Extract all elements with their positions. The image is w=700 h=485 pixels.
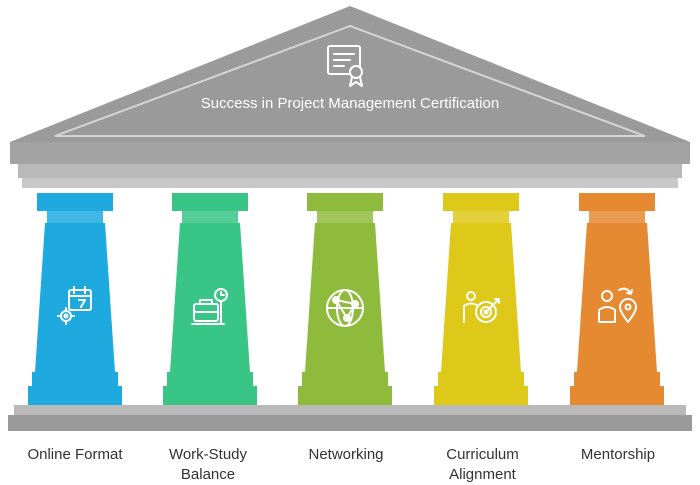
pillar-mentorship [570, 193, 664, 405]
architrave-lower [22, 178, 678, 188]
temple-title: Success in Project Management Certificat… [200, 95, 500, 112]
pillar-label-online-format: Online Format [27, 446, 123, 463]
pillar-curriculum-alignment [434, 193, 528, 405]
person-location-icon [598, 287, 637, 323]
pillar-label-mentorship: Mentorship [580, 446, 656, 463]
roof-inner [54, 24, 646, 137]
pillar-work-study-balance [163, 193, 257, 405]
pillar-networking [298, 193, 392, 405]
architrave [10, 142, 690, 164]
architrave-band [18, 164, 682, 178]
base-lower [8, 415, 692, 431]
pillar-label-curriculum-alignment: Curriculum Alignment [446, 446, 519, 483]
certificate-icon [327, 45, 363, 87]
pillar-online-format [28, 193, 122, 405]
base-upper [14, 405, 686, 415]
pillar-label-work-study-balance: Work-Study Balance [168, 446, 248, 483]
briefcase-clock-icon [191, 288, 228, 325]
network-globe-icon [326, 289, 364, 327]
target-person-icon [463, 291, 500, 323]
pillars [28, 193, 664, 405]
pillar-label-networking: Networking [308, 446, 384, 463]
calendar-gear-icon [57, 286, 92, 325]
